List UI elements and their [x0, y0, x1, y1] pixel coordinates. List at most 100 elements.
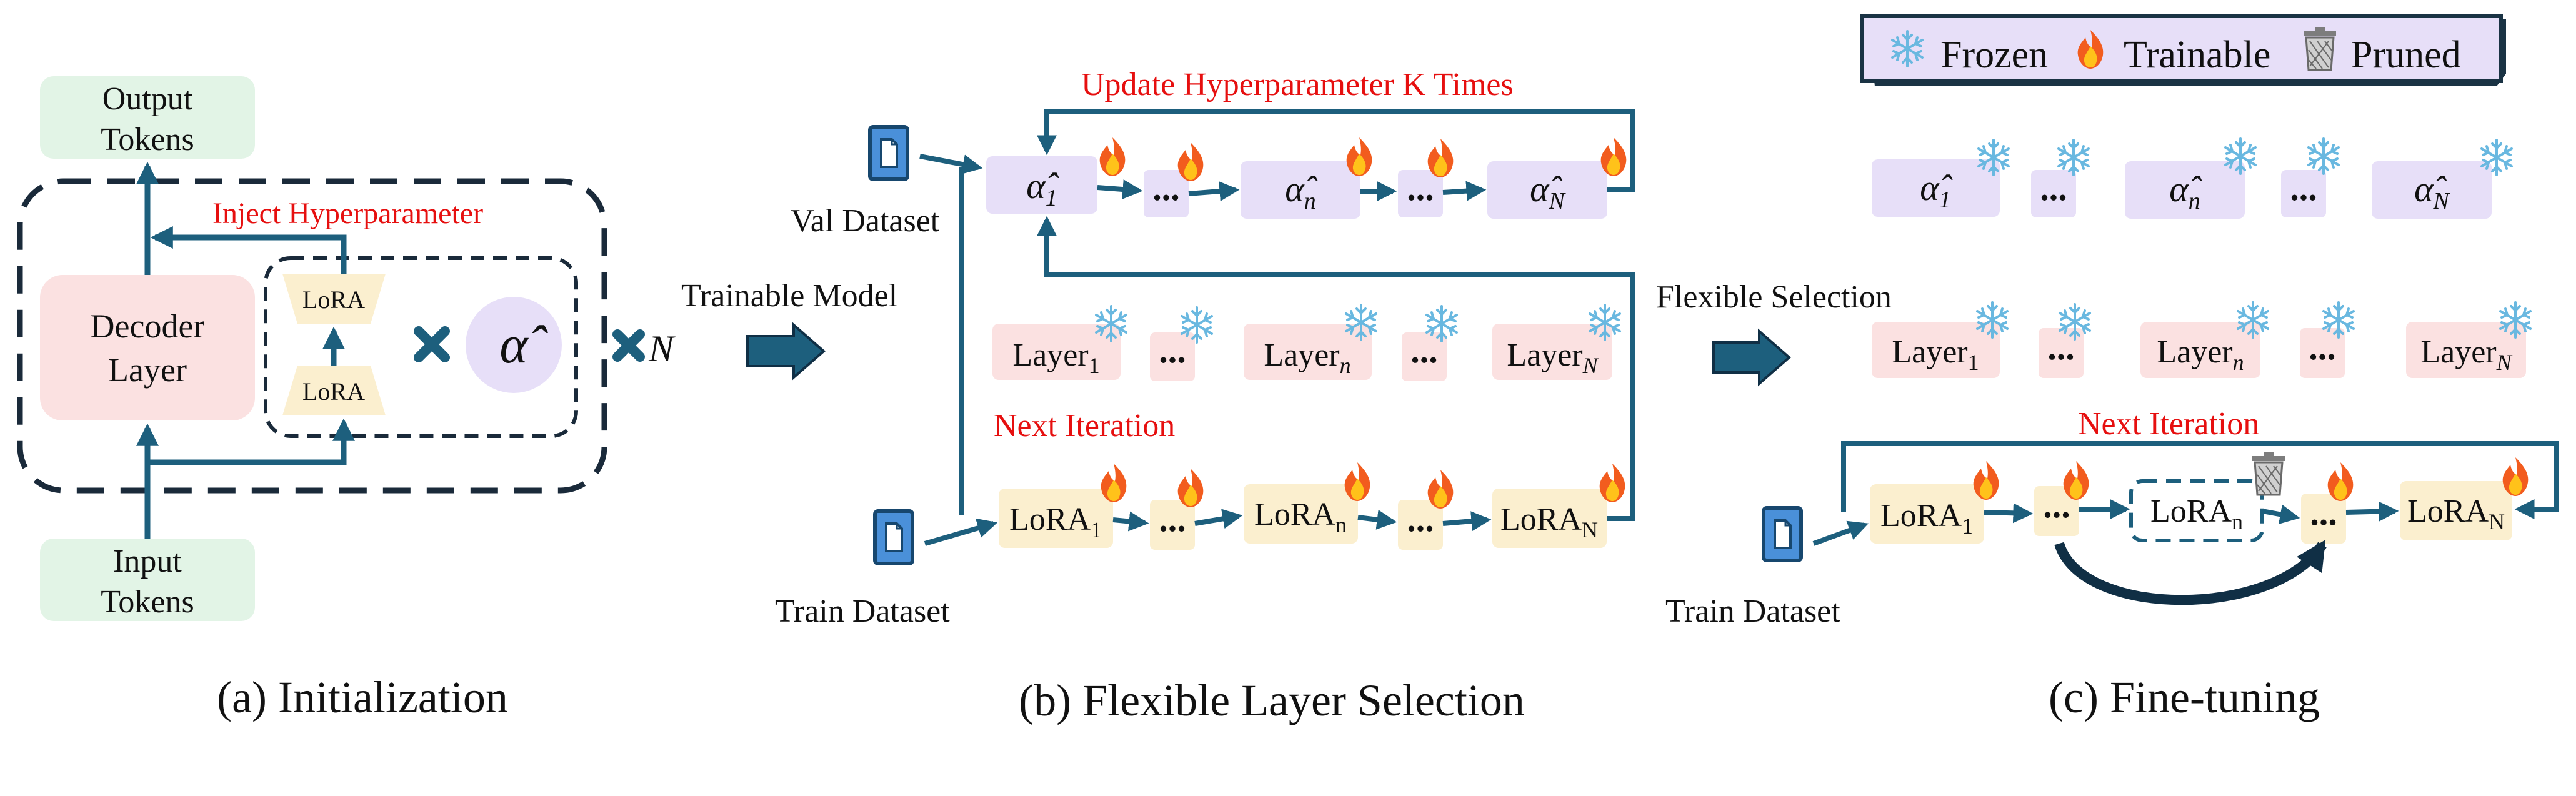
alpha-1-label: α̂1: [1920, 167, 1952, 213]
lora-1-label: LoRA1: [1880, 498, 1973, 539]
flame-icon: [1101, 464, 1127, 502]
skip-arrow: [2054, 539, 2327, 605]
alpha-1-box: [986, 156, 1097, 214]
panel-a: Output Tokens Input Tokens Decoder Layer…: [17, 76, 676, 722]
flame-icon: [1346, 137, 1372, 176]
snowflake-icon: [2480, 139, 2513, 176]
snowflake-icon: [2059, 303, 2091, 341]
multiply-icon: [414, 326, 450, 362]
lora-up-label: LoRA: [302, 286, 365, 314]
train-dataset-icon-c: [1764, 508, 1801, 560]
lora-N-label: LoRAN: [2407, 494, 2505, 534]
snowflake-icon: [2322, 301, 2355, 339]
layer-N-label: LayerN: [2420, 334, 2512, 375]
layer-n-box: [2140, 322, 2260, 378]
flame-icon: [1177, 142, 1204, 181]
trash-bin-icon: [2302, 26, 2337, 71]
snowflake-icon: [1425, 305, 1458, 342]
input-tokens-line1: Input: [113, 544, 182, 579]
flexible-selection-arrow: [1712, 328, 1792, 387]
ellipsis-box: [1402, 332, 1447, 381]
flame-icon: [1600, 137, 1627, 176]
decoder-layer-line1: Decoder: [91, 307, 205, 345]
inject-hyperparameter-label: Inject Hyperparameter: [212, 197, 483, 230]
lora-up-shape: [282, 274, 386, 324]
ellipsis-box: [2034, 486, 2079, 536]
trainable-model-arrow: [746, 322, 826, 381]
input-tokens-box: [40, 539, 255, 621]
ellipsis-box: [1144, 170, 1189, 217]
flame-icon: [1973, 461, 1999, 500]
layer-N-box: [2406, 322, 2526, 378]
alpha-n-box: [2125, 161, 2245, 219]
flame-icon: [2502, 457, 2529, 496]
ellipsis: ...: [2309, 327, 2336, 367]
flame-icon: [1427, 139, 1454, 177]
input-tokens-line2: Tokens: [101, 584, 194, 620]
ellipsis-box: [2300, 328, 2345, 378]
output-tokens-line2: Tokens: [101, 122, 194, 157]
block-outline: [17, 178, 607, 494]
lora-down-shape: [282, 366, 386, 415]
lora-N-label: LoRAN: [1500, 502, 1598, 542]
ellipsis-box: [2281, 170, 2326, 217]
snowflake-icon: [1181, 306, 1213, 344]
layer-1-label: Layer1: [1892, 334, 1979, 375]
ellipsis: ...: [1152, 167, 1180, 208]
alpha-N-box: [2372, 161, 2492, 219]
layer-1-box: [992, 324, 1121, 380]
train-dataset-icon-b: [875, 511, 912, 564]
trainable-model-label: Trainable Model: [681, 278, 897, 314]
flame-icon: [1427, 470, 1454, 509]
flame-icon: [2327, 462, 2354, 501]
ellipsis-box: [2031, 170, 2076, 217]
output-tokens-box: [40, 76, 255, 159]
train-dataset-label-c: Train Dataset: [1665, 594, 1840, 629]
flame-icon: [1599, 464, 1625, 502]
layer-n-label: Layern: [1264, 337, 1350, 378]
flame-icon: [2063, 461, 2089, 500]
layer-N-label: LayerN: [1507, 337, 1599, 378]
lora-n-label: LoRAn: [1254, 497, 1347, 537]
snowflake-icon: [2237, 301, 2269, 339]
panel-b: Update Hyperparameter K Times Next Itera…: [775, 67, 1635, 725]
update-hyperparameter-label: Update Hyperparameter K Times: [1081, 67, 1514, 102]
ellipsis: ...: [1407, 167, 1434, 208]
snowflake-icon: [1977, 139, 2010, 176]
train-dataset-label-b: Train Dataset: [775, 594, 950, 629]
ellipsis: ...: [2047, 327, 2075, 367]
caption-c: (c) Fine-tuning: [2049, 672, 2320, 722]
val-dataset-label: Val Dataset: [791, 203, 940, 239]
lora-N-box: [2400, 481, 2512, 540]
trash-bin-icon: [2251, 451, 2286, 496]
n-label: N: [648, 328, 676, 369]
ellipsis: ...: [1410, 330, 1438, 371]
lora-1-box: [1870, 484, 1984, 544]
output-tokens-line1: Output: [102, 81, 193, 117]
alpha-n-box: [1241, 161, 1360, 219]
alpha-n-label: α̂n: [2169, 169, 2202, 214]
flame-icon: [1344, 462, 1370, 501]
lora-n-box: [1244, 484, 1358, 544]
ellipsis: ...: [2290, 167, 2317, 208]
snowflake-icon: [1345, 304, 1377, 341]
legend-pruned: Pruned: [2351, 34, 2461, 76]
ellipsis-box: [1150, 332, 1195, 381]
next-iteration-label-b: Next Iteration: [994, 408, 1175, 444]
ellipsis: ...: [1159, 499, 1186, 539]
snowflake-icon: [2057, 139, 2090, 176]
lora-outline: [264, 256, 578, 438]
ellipsis-box: [1398, 500, 1443, 550]
ellipsis-box: [1150, 500, 1195, 550]
alpha-1-box: [1872, 159, 2000, 217]
layer-1-label: Layer1: [1012, 337, 1099, 378]
snowflake-icon: [1589, 304, 1621, 341]
snowflake-icon: [2499, 301, 2532, 339]
legend-frozen: Frozen: [1940, 34, 2048, 76]
decoder-layer-box: [40, 275, 255, 420]
ellipsis: ...: [2310, 492, 2337, 533]
lora-down-label: LoRA: [302, 377, 365, 405]
ellipsis: ...: [2040, 167, 2067, 208]
layer-1-box: [1872, 322, 2000, 378]
flame-icon: [1099, 137, 1126, 176]
